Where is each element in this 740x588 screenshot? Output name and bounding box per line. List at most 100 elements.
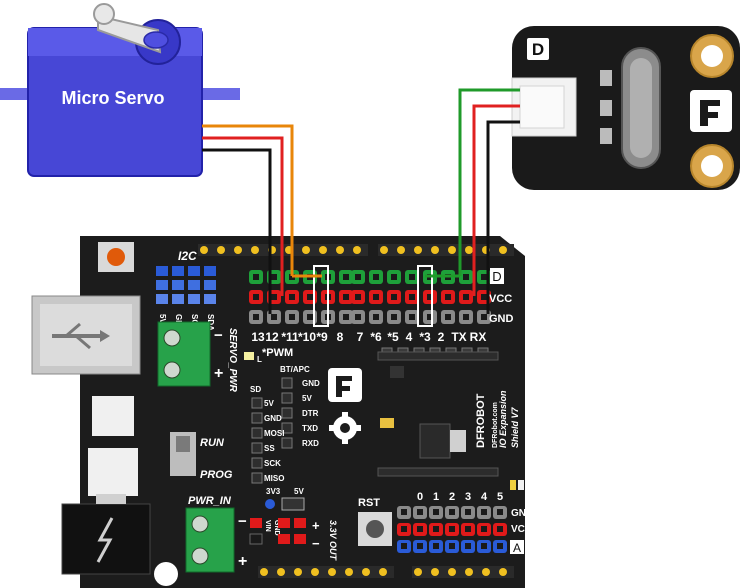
header-pin — [353, 246, 361, 254]
sd-pin — [251, 427, 263, 439]
sensor-mount-hole-top-center — [701, 45, 723, 67]
rst-label: RST — [358, 497, 380, 509]
digital-rail-pin-hole — [391, 314, 397, 320]
pwr-in-terminal — [185, 507, 235, 573]
digital-pin-label: 12 — [265, 330, 279, 344]
out33-pin-4 — [294, 534, 306, 544]
mode-switch-knob[interactable] — [176, 436, 190, 452]
rail-label-vcc: VCC — [489, 293, 512, 305]
header-pin — [277, 568, 285, 576]
header-pin — [328, 568, 336, 576]
analog-rail-pin-hole — [497, 509, 503, 515]
i2c-pin — [172, 280, 184, 290]
sd-pin — [251, 457, 263, 469]
analog-rail-pin-hole — [465, 509, 471, 515]
digital-rail-pin-hole — [373, 274, 379, 280]
servo-power-terminal — [157, 321, 211, 387]
led-l — [244, 352, 254, 360]
digital-rail-pin-hole — [253, 294, 259, 300]
sensor-wires — [425, 88, 520, 314]
digital-rail-pin-hole — [481, 314, 487, 320]
header-pin — [311, 568, 319, 576]
header-pin — [448, 246, 456, 254]
i2c-pin — [156, 294, 168, 304]
analog-rail-pin-hole — [481, 509, 487, 515]
header-pin — [294, 568, 302, 576]
i2c-pin — [204, 266, 216, 276]
regulator-2 — [88, 448, 138, 496]
digital-rail-pin-hole — [271, 294, 277, 300]
bt-pin-label: RXD — [302, 439, 319, 448]
analog-rail-pin-hole — [401, 509, 407, 515]
gnd-pad — [249, 533, 263, 545]
bt-pin-label: GND — [302, 379, 320, 388]
analog-pin-label: 4 — [481, 491, 488, 503]
led-label: L — [257, 355, 262, 364]
digital-pin-label: *11 — [281, 330, 299, 344]
header-pin — [431, 568, 439, 576]
digital-rails — [249, 270, 491, 324]
digital-rail-pin-hole — [343, 274, 349, 280]
analog-rail-pin-hole — [433, 509, 439, 515]
rst-button-cap[interactable] — [366, 520, 384, 538]
analog-rail-pin-hole — [465, 543, 471, 549]
sd-pin — [251, 442, 263, 454]
servo-shaft — [143, 31, 169, 49]
sensor-tag: D — [532, 40, 544, 59]
bt-pin-label: DTR — [302, 409, 319, 418]
header-pin — [499, 246, 507, 254]
header-pin — [319, 246, 327, 254]
digital-rail-pin-hole — [463, 314, 469, 320]
sd-pin — [251, 397, 263, 409]
i2c-pin — [172, 266, 184, 276]
digital-pin-label: *6 — [370, 330, 382, 344]
header-pin — [260, 568, 268, 576]
analog-rail-label-vcc: VCC — [511, 524, 532, 535]
status-led-2 — [518, 480, 524, 490]
i2c-pin-block — [156, 266, 216, 304]
dfrobot-board-logo-mark — [336, 376, 352, 397]
vin-label: VIN — [264, 520, 271, 532]
sensor-wire-signal — [458, 88, 520, 276]
voltage-jumper[interactable] — [281, 497, 305, 511]
analog-rail-pin-hole — [417, 543, 423, 549]
pwm-note: *PWM — [262, 347, 293, 359]
i2c-pin-label: 5V — [158, 314, 167, 324]
voltage-regulator — [419, 423, 451, 459]
digital-rail-pin-hole — [253, 274, 259, 280]
analog-rail-pin-hole — [497, 526, 503, 532]
servo-power-screw-2 — [163, 361, 181, 379]
btapc-label: BT/APC — [280, 365, 310, 374]
brand-label: DFROBOT — [475, 393, 487, 448]
digital-rail-pin-hole — [355, 314, 361, 320]
digital-rail-pin-hole — [427, 314, 433, 320]
i2c-pin — [172, 294, 184, 304]
servo-pwr-label: SERVO_PWR — [227, 328, 238, 393]
prog-label: PROG — [200, 469, 233, 481]
shield-header-strip-bottom — [377, 467, 499, 477]
header-pin — [414, 568, 422, 576]
reset-button-top — [107, 248, 125, 266]
digital-rail-pin-hole — [409, 274, 415, 280]
digital-rail-pin-hole — [343, 294, 349, 300]
bt-pin — [281, 407, 293, 419]
sensor-wire-gnd — [486, 120, 520, 314]
out33-pin-2 — [294, 518, 306, 528]
i2c-pin — [204, 280, 216, 290]
header-strip — [412, 566, 514, 578]
header-pin — [380, 246, 388, 254]
pwr-in-minus: − — [238, 513, 247, 530]
brand-url: DFRobot.com — [492, 402, 499, 448]
analog-pin-label: 3 — [465, 491, 471, 503]
header-pin — [397, 246, 405, 254]
v5-label: 5V — [294, 487, 304, 496]
bt-pin-column — [281, 377, 293, 449]
servo-pwr-plus: + — [214, 365, 223, 382]
header-strip — [258, 566, 394, 578]
servo-wires — [202, 124, 322, 314]
servo-wire-vcc — [202, 136, 284, 296]
digital-pin-label: RX — [470, 330, 487, 344]
analog-pin-label: 0 — [417, 491, 423, 503]
